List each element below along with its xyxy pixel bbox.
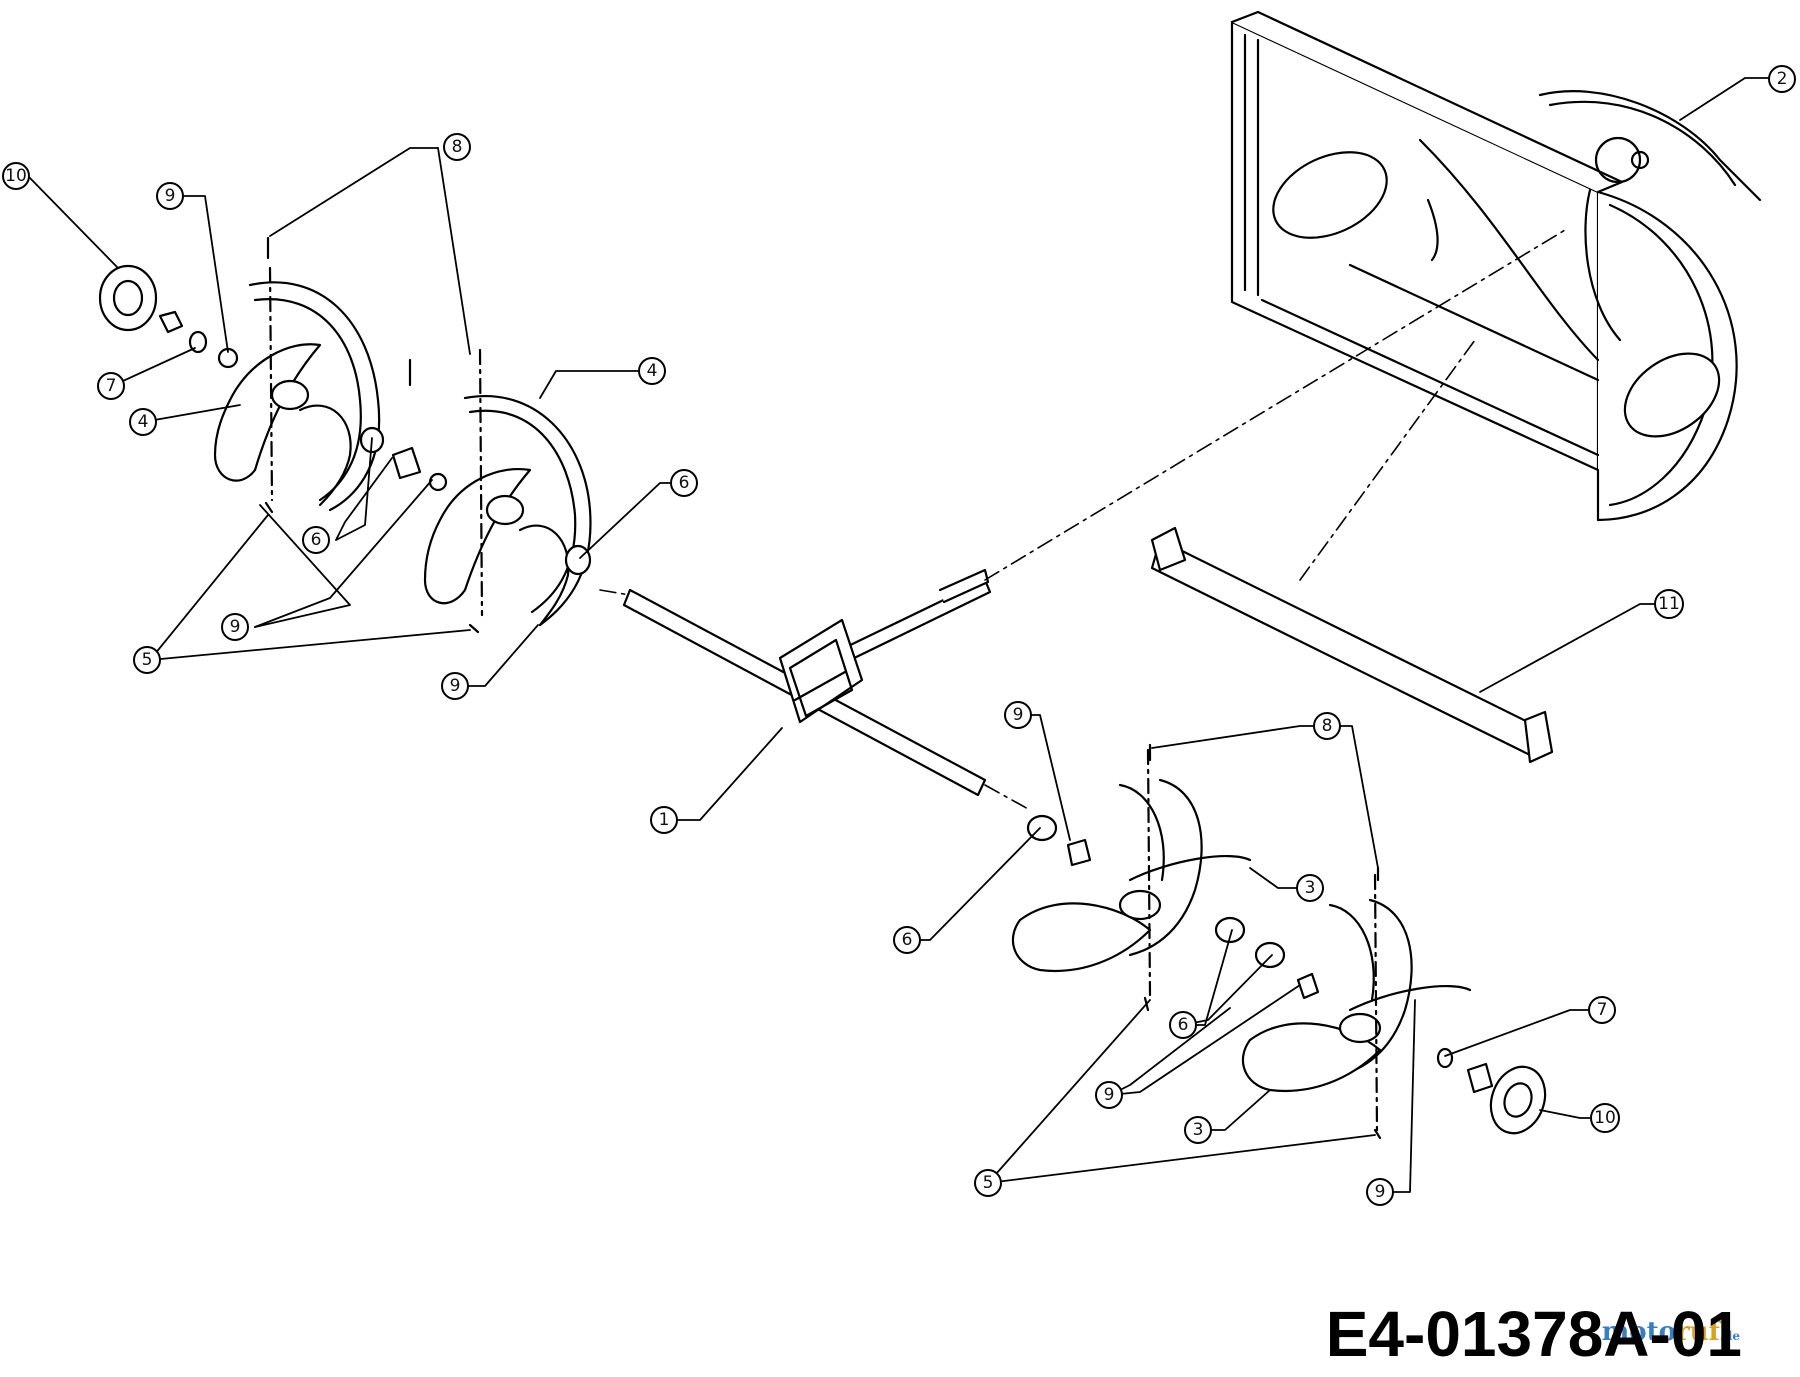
svg-text:1: 1: [659, 810, 670, 830]
svg-text:11: 11: [1658, 594, 1680, 614]
callout-bubble[interactable]: 4: [129, 408, 157, 436]
cross-bar: [1150, 526, 1554, 764]
watermark-logo: motoruf.de: [1601, 1317, 1740, 1347]
callout-bubble[interactable]: 1: [650, 806, 678, 834]
right-hardware: [1026, 743, 1547, 1140]
callout-bubble[interactable]: 2: [1768, 65, 1796, 93]
svg-text:8: 8: [452, 137, 463, 157]
callout-bubble[interactable]: 7: [1588, 996, 1616, 1024]
svg-text:2: 2: [1777, 69, 1788, 89]
svg-text:3: 3: [1305, 878, 1316, 898]
callout-bubble[interactable]: 5: [974, 1169, 1002, 1197]
svg-text:5: 5: [983, 1173, 994, 1193]
svg-text:9: 9: [1013, 705, 1024, 725]
svg-text:6: 6: [311, 530, 322, 550]
callout-bubble[interactable]: 10: [1590, 1103, 1620, 1133]
callout-bubble[interactable]: 8: [443, 133, 471, 161]
callout-bubble[interactable]: 7: [97, 372, 125, 400]
callout-bubble[interactable]: 11: [1654, 589, 1684, 619]
callout-bubble[interactable]: 8: [1313, 712, 1341, 740]
callout-bubble[interactable]: 4: [638, 357, 666, 385]
callout-bubble[interactable]: 3: [1296, 874, 1324, 902]
right-outer-auger: [1241, 873, 1472, 1132]
callout-bubble[interactable]: 9: [1004, 701, 1032, 729]
svg-text:9: 9: [230, 617, 241, 637]
left-inner-auger: [423, 348, 592, 627]
left-outer-auger: [213, 266, 381, 512]
assembly-guides: [599, 229, 1566, 811]
left-hardware: [98, 236, 592, 634]
gearbox: [778, 618, 864, 724]
svg-text:4: 4: [647, 361, 658, 381]
auger-housing: [1230, 10, 1762, 522]
callout-bubble[interactable]: 6: [893, 926, 921, 954]
callout-bubble[interactable]: 3: [1184, 1116, 1212, 1144]
callout-bubble[interactable]: 9: [221, 613, 249, 641]
callout-bubble[interactable]: 6: [302, 526, 330, 554]
callout-bubble[interactable]: 10: [2, 162, 30, 190]
svg-text:6: 6: [1178, 1015, 1189, 1035]
callout-bubble[interactable]: 6: [670, 469, 698, 497]
callout-bubble[interactable]: 9: [156, 182, 184, 210]
drawing-code: E4-01378A-01: [1325, 1298, 1742, 1370]
svg-text:9: 9: [450, 676, 461, 696]
callout-bubble[interactable]: 9: [1095, 1081, 1123, 1109]
svg-text:7: 7: [1597, 1000, 1608, 1020]
svg-text:6: 6: [902, 930, 913, 950]
svg-text:10: 10: [1594, 1108, 1616, 1128]
svg-text:4: 4: [138, 412, 149, 432]
callout-bubble[interactable]: 9: [441, 672, 469, 700]
callout-bubble[interactable]: 6: [1169, 1011, 1197, 1039]
svg-text:9: 9: [165, 186, 176, 206]
svg-text:6: 6: [679, 473, 690, 493]
svg-text:9: 9: [1104, 1085, 1115, 1105]
svg-text:3: 3: [1193, 1120, 1204, 1140]
right-inner-auger: [1011, 748, 1252, 997]
callout-group: 10 9 8 7 4 4 6 6 9 5 9 2 11 1 9 8 3 6 6 …: [2, 65, 1796, 1206]
svg-text:10: 10: [5, 166, 27, 186]
callout-bubble[interactable]: 5: [133, 646, 161, 674]
svg-text:9: 9: [1375, 1182, 1386, 1202]
svg-text:8: 8: [1322, 716, 1333, 736]
callout-bubble[interactable]: 9: [1366, 1178, 1394, 1206]
svg-text:7: 7: [106, 376, 117, 396]
svg-text:5: 5: [142, 650, 153, 670]
